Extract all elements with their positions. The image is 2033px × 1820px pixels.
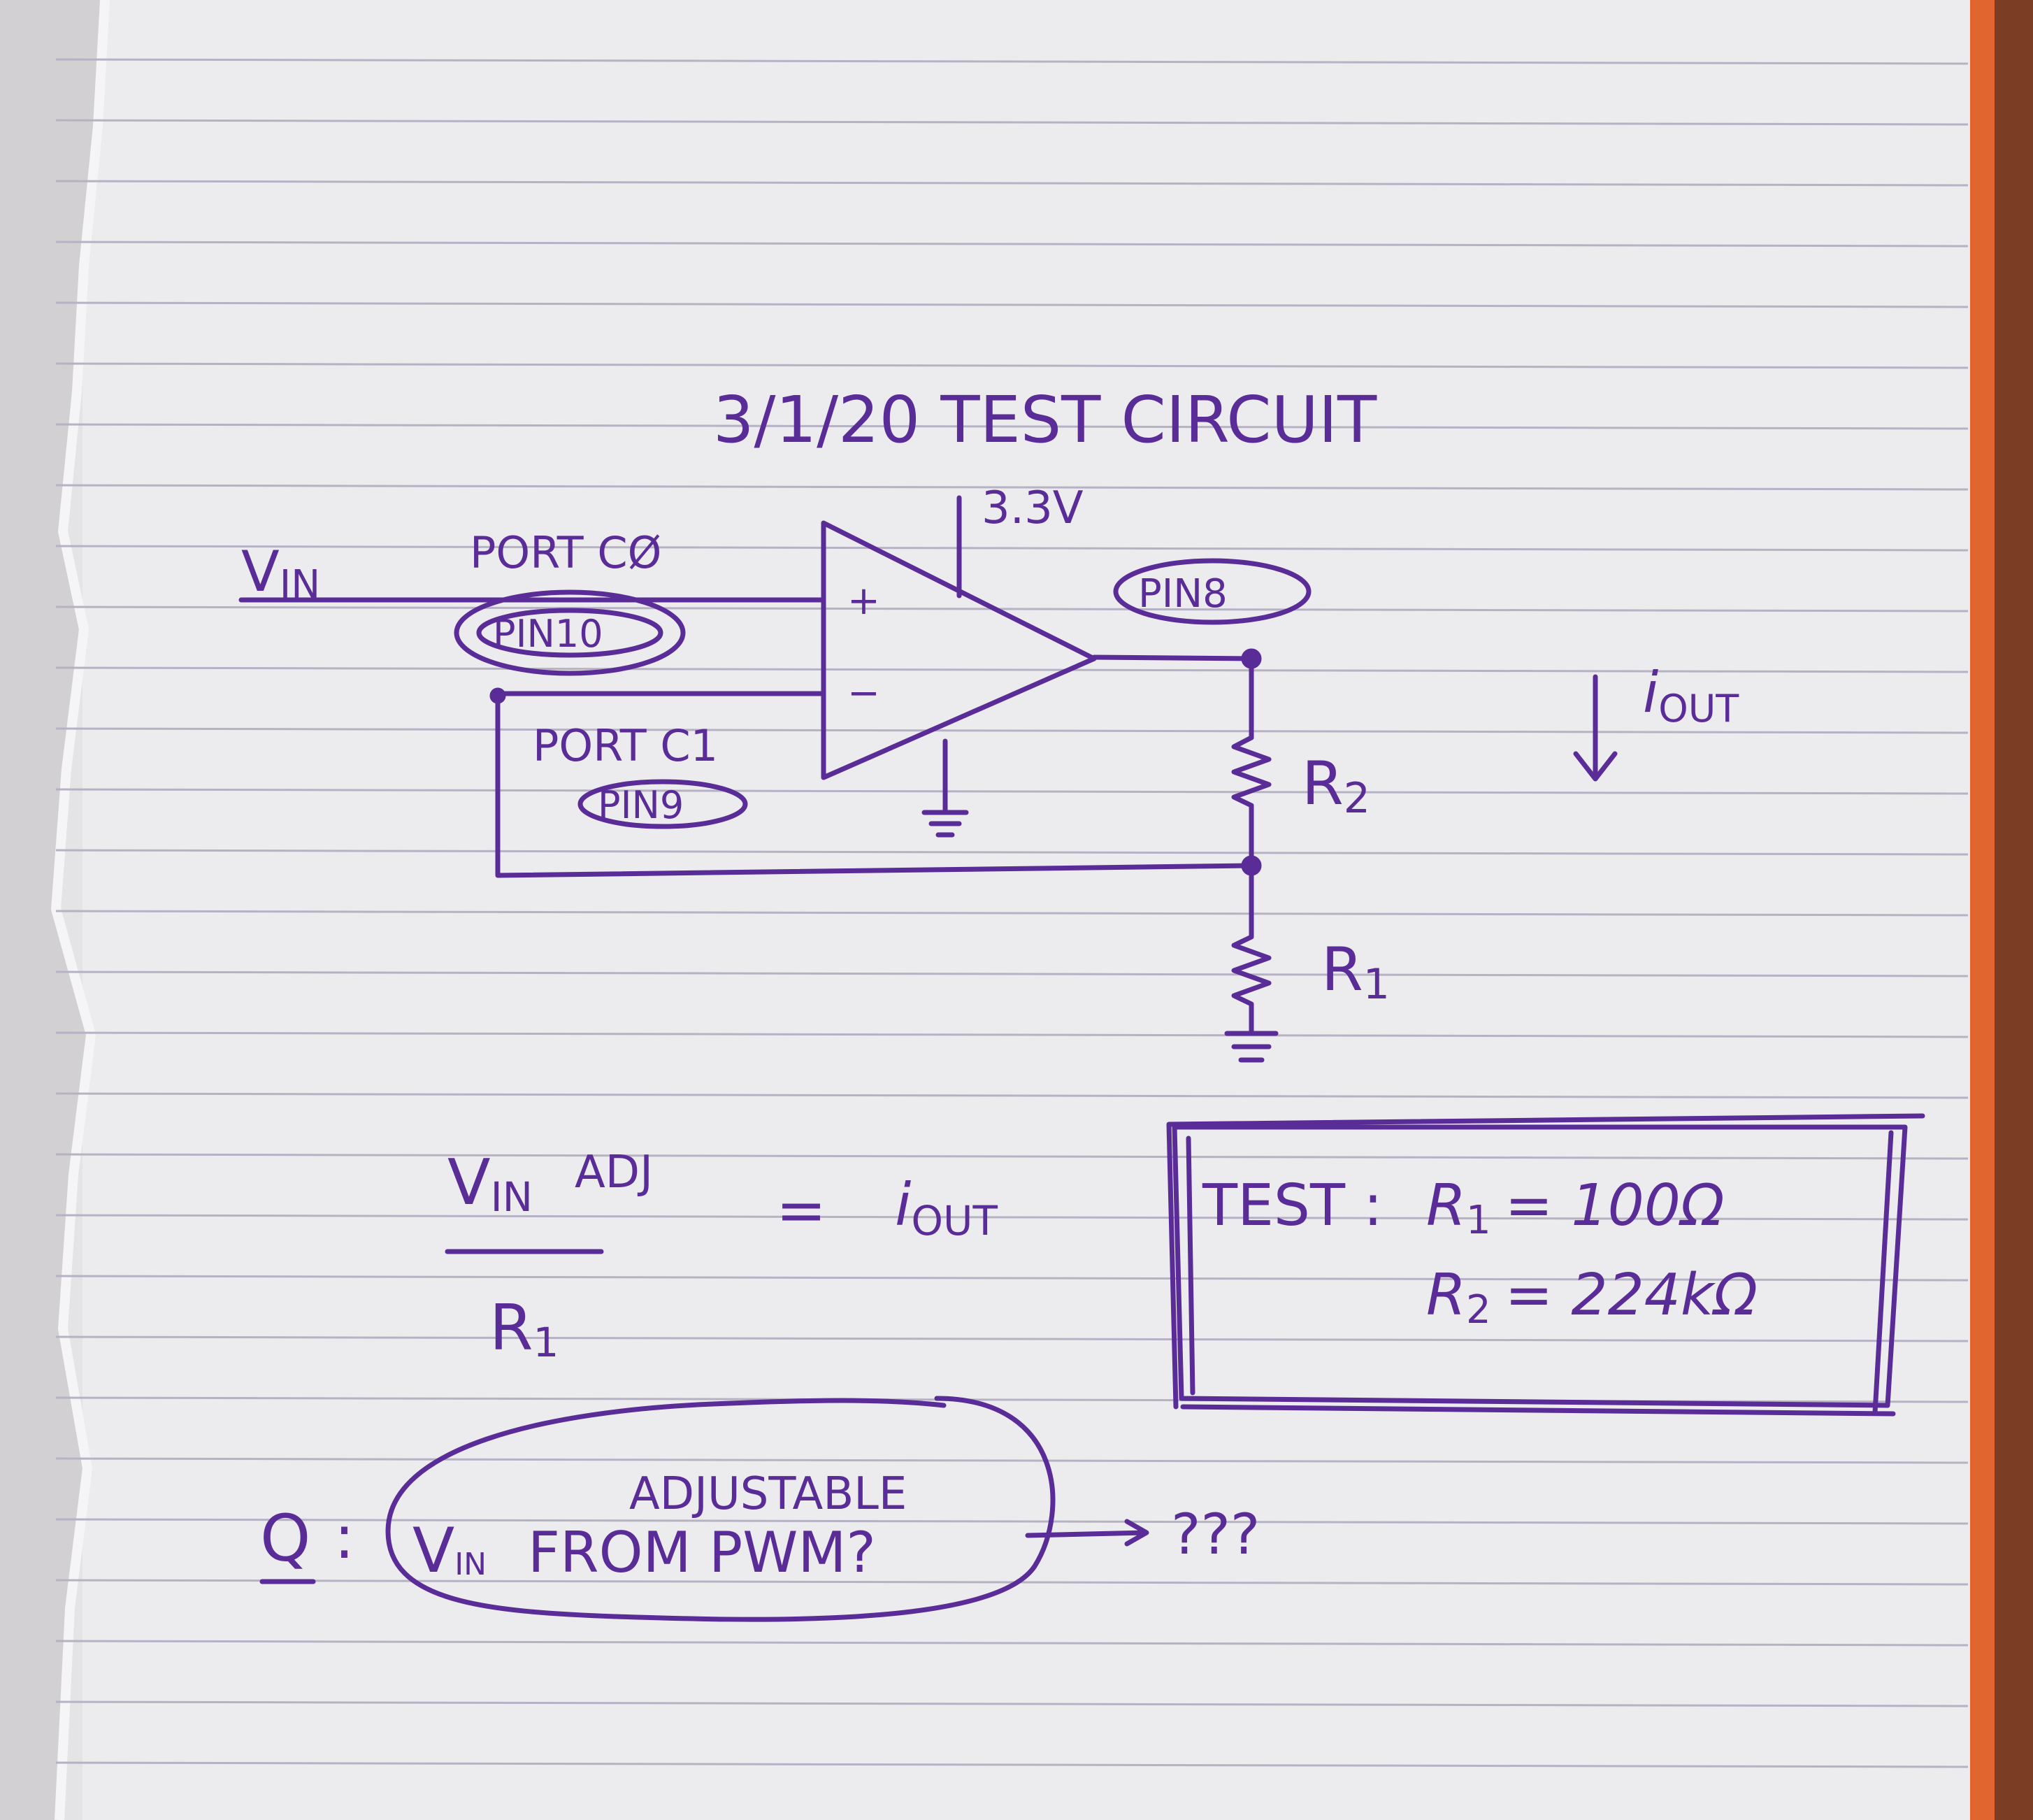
question-trail: ??? <box>1171 1502 1260 1567</box>
ruled-line <box>55 1092 1969 1099</box>
port-c0-label: PORT CØ <box>470 527 661 578</box>
vin-label: VIN <box>241 539 320 608</box>
pin10-tag <box>476 608 663 658</box>
formula-equals: = <box>776 1175 826 1245</box>
formula-numerator: VIN <box>447 1146 533 1221</box>
ruled-line <box>55 119 1969 126</box>
feedback-wire <box>495 693 1254 878</box>
ruled-line <box>55 301 1969 308</box>
test-box-heading: TEST : <box>1202 1173 1383 1239</box>
port-c1-label: PORT C1 <box>533 720 718 771</box>
ruled-line <box>55 1579 1969 1586</box>
test-box-r1: R1= 100Ω <box>1426 1173 1725 1243</box>
question-above: ADJUSTABLE <box>629 1468 907 1520</box>
title-text: 3/1/20 TEST CIRCUIT <box>713 382 1377 457</box>
ruled-line <box>55 545 1969 552</box>
formula-result: iOUT <box>895 1170 998 1245</box>
op-amp-ground-icon <box>921 810 969 838</box>
r1-resistor-icon <box>1231 863 1272 1033</box>
ruled-line <box>55 1275 1969 1282</box>
formula-numerator-sup: ADJ <box>575 1147 653 1198</box>
pin10-ellipse <box>454 589 686 676</box>
ruled-line <box>55 362 1969 369</box>
test-box-r2: R2= 224kΩ <box>1426 1262 1758 1333</box>
question-prefix: Q <box>260 1501 310 1576</box>
ruled-line <box>55 58 1969 65</box>
ruled-line <box>55 849 1969 856</box>
output-node-dot <box>1241 648 1262 669</box>
pin10-label: PIN10 <box>493 612 603 656</box>
ruled-lines <box>55 58 1969 1768</box>
ruled-line <box>55 1700 1969 1707</box>
ruled-line <box>55 727 1969 734</box>
op-amp-minus: − <box>847 671 880 716</box>
pin8-label: PIN8 <box>1138 571 1228 617</box>
ruled-line <box>55 788 1969 795</box>
r2-label: R2 <box>1302 749 1370 823</box>
ruled-line <box>55 1457 1969 1464</box>
current-label: iOUT <box>1643 660 1739 731</box>
ruled-line <box>55 484 1969 491</box>
ruled-line <box>55 606 1969 612</box>
ruled-line <box>55 1761 1969 1768</box>
ruled-line <box>55 1214 1969 1221</box>
question-ellipse <box>385 1396 1056 1622</box>
r2-resistor-icon <box>1231 735 1272 868</box>
ruled-line <box>55 1335 1969 1342</box>
ruled-line <box>55 910 1969 917</box>
op-amp-plus: + <box>847 578 880 624</box>
ruled-line <box>55 1031 1969 1038</box>
ruled-line <box>55 241 1969 248</box>
ruled-line <box>55 1640 1969 1647</box>
pin9-tag <box>577 779 748 829</box>
right-page <box>82 0 1970 1820</box>
test-box-frame <box>1166 1113 1925 1410</box>
r1-ground-icon <box>1224 1031 1279 1063</box>
test-box-frame-inner <box>1180 1130 1896 1417</box>
ruled-line <box>55 970 1969 977</box>
r1-label: R1 <box>1321 935 1390 1009</box>
notebook-cover <box>1968 0 1995 1820</box>
pin9-label: PIN9 <box>598 783 684 827</box>
formula-denominator: R1 <box>489 1291 559 1366</box>
ruled-line <box>55 180 1969 187</box>
question-arrow-icon <box>1025 1519 1149 1547</box>
ruled-line <box>55 1153 1969 1160</box>
supply-label: 3.3V <box>982 482 1084 534</box>
pin8-tag <box>1113 558 1312 625</box>
question-vin: VIN <box>412 1514 487 1586</box>
question-text: FROM PWM? <box>528 1520 876 1585</box>
torn-page-edge <box>50 0 110 1820</box>
current-arrow-icon <box>1573 674 1618 782</box>
inverting-node-dot <box>489 687 506 704</box>
ruled-line <box>55 1518 1969 1525</box>
ruled-line <box>55 666 1969 673</box>
ruled-line <box>55 423 1969 430</box>
question-colon: : <box>334 1503 354 1572</box>
